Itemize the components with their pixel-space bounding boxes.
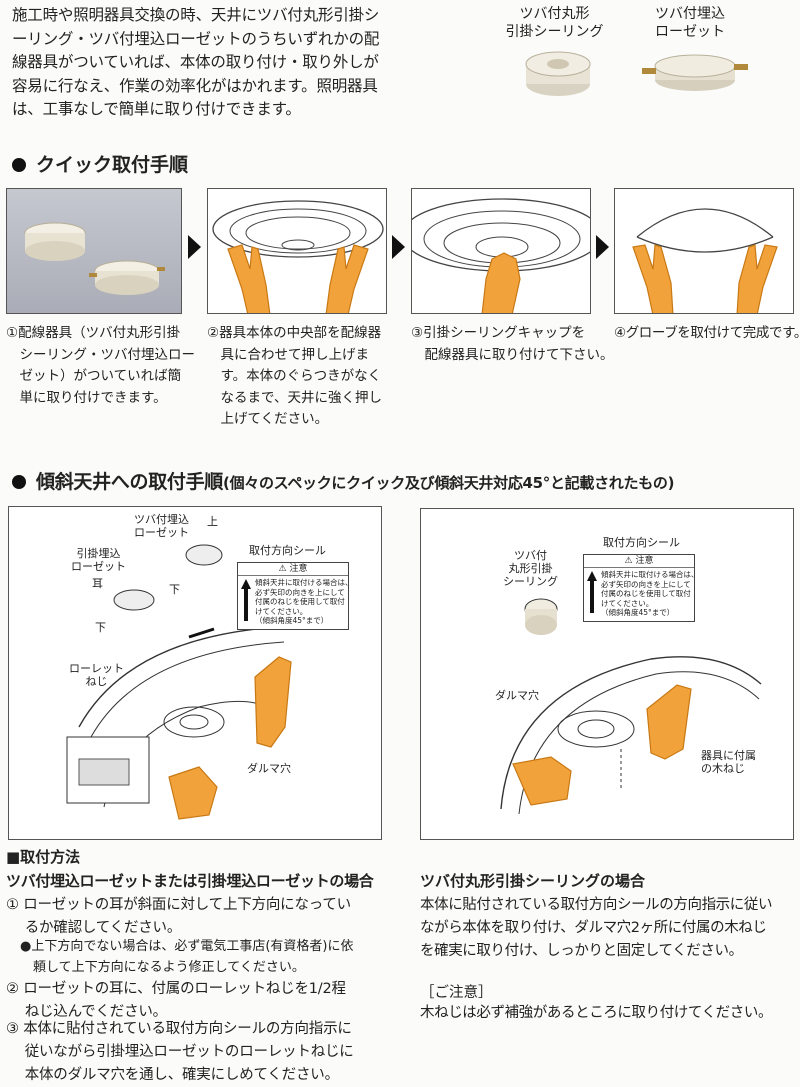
caption-line: ④グローブを取付けて完成です。 — [614, 325, 800, 341]
next-arrow-icon — [596, 235, 609, 259]
step4-image — [614, 188, 794, 314]
method-left-note: ●上下方向でない場合は、必ず電気工事店(有資格者)に依 頼して上下方向になるよう… — [20, 936, 354, 978]
sticker-header: ⚠ 注意 — [238, 563, 348, 576]
ceiling-slope-diagram: ツバ付 丸形引掛 シーリング 取付方向シール ダルマ穴 器具に付属 の木ねじ ⚠… — [420, 508, 794, 840]
caption-line: ゼット）がついていれば簡 — [6, 368, 182, 384]
daruma-label-right: ダルマ穴 — [495, 689, 539, 702]
step2-caption: ②器具本体の中央部を配線器 具に合わせて押し上げま す。本体のぐらつきがなく な… — [207, 323, 382, 431]
method-line: ●上下方向でない場合は、必ず電気工事店(有資格者)に依 — [20, 939, 354, 954]
caption-line: ①配線器具（ツバ付丸形引掛 — [6, 325, 181, 341]
caption-line: 単に取り付けできます。 — [6, 389, 167, 406]
intro-line: 線器具がついていれば、本体の取り付け・取り外しが — [12, 53, 379, 71]
sticker-line: けてください。 — [601, 598, 654, 608]
caption-line: なるまで、天井に強く押し — [207, 389, 382, 406]
method-left-title: ツバ付埋込ローゼットまたは引掛埋込ローゼットの場合 — [6, 872, 374, 890]
step4-caption: ④グローブを取付けて完成です。 — [614, 323, 800, 345]
method-line: ながら本体を取り付け、ダルマ穴2ヶ所に付属の木ねじ — [420, 920, 767, 936]
product-label-rosette: ツバ付埋込 ローゼット — [655, 6, 725, 40]
caption-line: ③引掛シーリングキャップを — [411, 325, 586, 341]
method-line: ① ローゼットの耳が斜面に対して上下方向になってい — [6, 897, 351, 913]
step1-image — [6, 188, 182, 314]
sticker-line: 必ず矢印の向きを上にして — [255, 587, 345, 597]
sticker-line: 付属のねじを使用して取付 — [255, 597, 345, 606]
intro-line: ーリング・ツバ付埋込ローゼットのうちいずれかの配 — [12, 29, 380, 48]
up-label: 上 — [207, 515, 218, 528]
caption-line: 配線器具に取り付けて下さい。 — [411, 346, 614, 363]
step1-caption: ①配線器具（ツバ付丸形引掛 シーリング・ツバ付埋込ロー ゼット）がついていれば簡… — [6, 323, 195, 409]
method-right-body: 本体に貼付されている取付方向シールの方向指示に従い ながら本体を取り付け、ダルマ… — [420, 894, 772, 963]
direction-sticker-right: ⚠ 注意 傾斜天井に取付ける場合は、 必ず矢印の向きを上にして 付属のねじを使用… — [583, 554, 699, 622]
intro-line: 施工時や照明器具交換の時、天井にツバ付丸形引掛シ — [12, 6, 380, 24]
seal-title-right: 取付方向シール — [603, 536, 680, 549]
quick-heading: クイック取付手順 — [12, 150, 188, 177]
caption-line: シーリング・ツバ付埋込ロー — [6, 346, 195, 363]
caption-line: 上げてください。 — [207, 411, 329, 427]
intro-line: 容易に行なえ、作業の効率化がはかれます。照明器具 — [12, 76, 378, 95]
knurl-screw-label: ローレット ねじ — [69, 662, 124, 688]
method-line: るか確認してください。 — [6, 920, 182, 936]
slope-heading-text: 傾斜天井への取付手順 — [36, 471, 224, 493]
wood-screw-label: 器具に付属 の木ねじ — [701, 749, 756, 775]
intro-line: は、工事なしで簡単に取り付けできます。 — [12, 100, 301, 118]
rosette-label: ツバ付埋込 ローゼット — [134, 513, 189, 539]
sticker-line: （傾斜角度45°まで） — [255, 616, 329, 625]
method-left-item2: ② ローゼットの耳に、付属のローレットねじを1/2程 ねじ込んでください。 — [6, 978, 346, 1024]
daruma-label-left: ダルマ穴 — [247, 762, 291, 775]
method-line: 頼して上下方向になるよう修正してください。 — [20, 960, 305, 975]
method-line: 本体に貼付されている取付方向シールの方向指示に従い — [420, 897, 773, 913]
caution-text: 木ねじは必ず補強があるところに取り付けてください。 — [420, 1005, 773, 1021]
caution-title: ［ご注意］ — [420, 985, 493, 1001]
sticker-header: ⚠ 注意 — [584, 555, 694, 568]
intro-paragraph: 施工時や照明器具交換の時、天井にツバ付丸形引掛シ ーリング・ツバ付埋込ローゼット… — [12, 4, 417, 122]
method-line: を確実に取り付け、しっかりと固定してください。 — [420, 943, 743, 959]
hikikake-label: 引掛埋込 ローゼット — [71, 547, 126, 573]
method-left-items: ① ローゼットの耳が斜面に対して上下方向になってい るか確認してください。 — [6, 894, 351, 940]
caption-line: ②器具本体の中央部を配線器 — [207, 325, 382, 341]
sticker-line: （傾斜角度45°まで） — [601, 608, 675, 617]
bullet-icon — [12, 158, 26, 172]
quick-heading-text: クイック取付手順 — [36, 154, 189, 176]
caption-line: 具に合わせて押し上げま — [207, 346, 369, 363]
method-left-item3: ③ 本体に貼付されている取付方向シールの方向指示に 従いながら引掛埋込ローゼット… — [6, 1018, 354, 1087]
sticker-line: けてください。 — [255, 606, 308, 616]
rosette-fitting-image — [642, 54, 748, 91]
step2-image — [207, 188, 387, 314]
down-label: 下 — [169, 583, 180, 596]
down-label-2: 下 — [95, 621, 106, 634]
ceiling-label: ツバ付 丸形引掛 シーリング — [503, 549, 558, 588]
slope-subheading: (個々のスペックにクイック及び傾斜天井対応45°と記載されたもの) — [223, 474, 675, 492]
up-arrow-icon — [587, 571, 597, 615]
method-line: ねじ込んでください。 — [6, 1004, 167, 1020]
sticker-line: 傾斜天井に取付ける場合は、 — [601, 570, 699, 579]
method-heading: ■取付方法 — [6, 848, 81, 866]
rosette-slope-diagram: ツバ付埋込 ローゼット 上 引掛埋込 ローゼット 耳 下 下 ローレット ねじ … — [8, 506, 382, 840]
sticker-line: 傾斜天井に取付ける場合は、 — [255, 578, 353, 587]
method-line: 本体のダルマ穴を通し、確実にしめてください。 — [6, 1067, 339, 1083]
method-right-title: ツバ付丸形引掛シーリングの場合 — [420, 872, 646, 890]
bullet-icon — [12, 475, 26, 489]
sticker-line: 付属のねじを使用して取付 — [601, 589, 691, 598]
direction-sticker-left: ⚠ 注意 傾斜天井に取付ける場合は、 必ず矢印の向きを上にして 付属のねじを使用… — [237, 562, 353, 630]
ear-label: 耳 — [92, 577, 103, 590]
ceiling-fitting-image — [525, 51, 591, 96]
slope-heading: 傾斜天井への取付手順(個々のスペックにクイック及び傾斜天井対応45°と記載された… — [12, 467, 674, 494]
method-line: ② ローゼットの耳に、付属のローレットねじを1/2程 — [6, 981, 346, 997]
method-line: 従いながら引掛埋込ローゼットのローレットねじに — [6, 1044, 354, 1060]
up-arrow-icon — [241, 579, 251, 623]
next-arrow-icon — [392, 235, 405, 259]
method-line: ③ 本体に貼付されている取付方向シールの方向指示に — [6, 1021, 352, 1037]
sticker-line: 必ず矢印の向きを上にして — [601, 579, 691, 589]
caption-line: す。本体のぐらつきがなく — [207, 368, 382, 384]
next-arrow-icon — [188, 235, 201, 259]
step3-image — [411, 188, 591, 314]
seal-title-left: 取付方向シール — [249, 544, 326, 557]
product-label-ceiling: ツバ付丸形 引掛シーリング — [505, 6, 604, 40]
step3-caption: ③引掛シーリングキャップを 配線器具に取り付けて下さい。 — [411, 323, 614, 366]
